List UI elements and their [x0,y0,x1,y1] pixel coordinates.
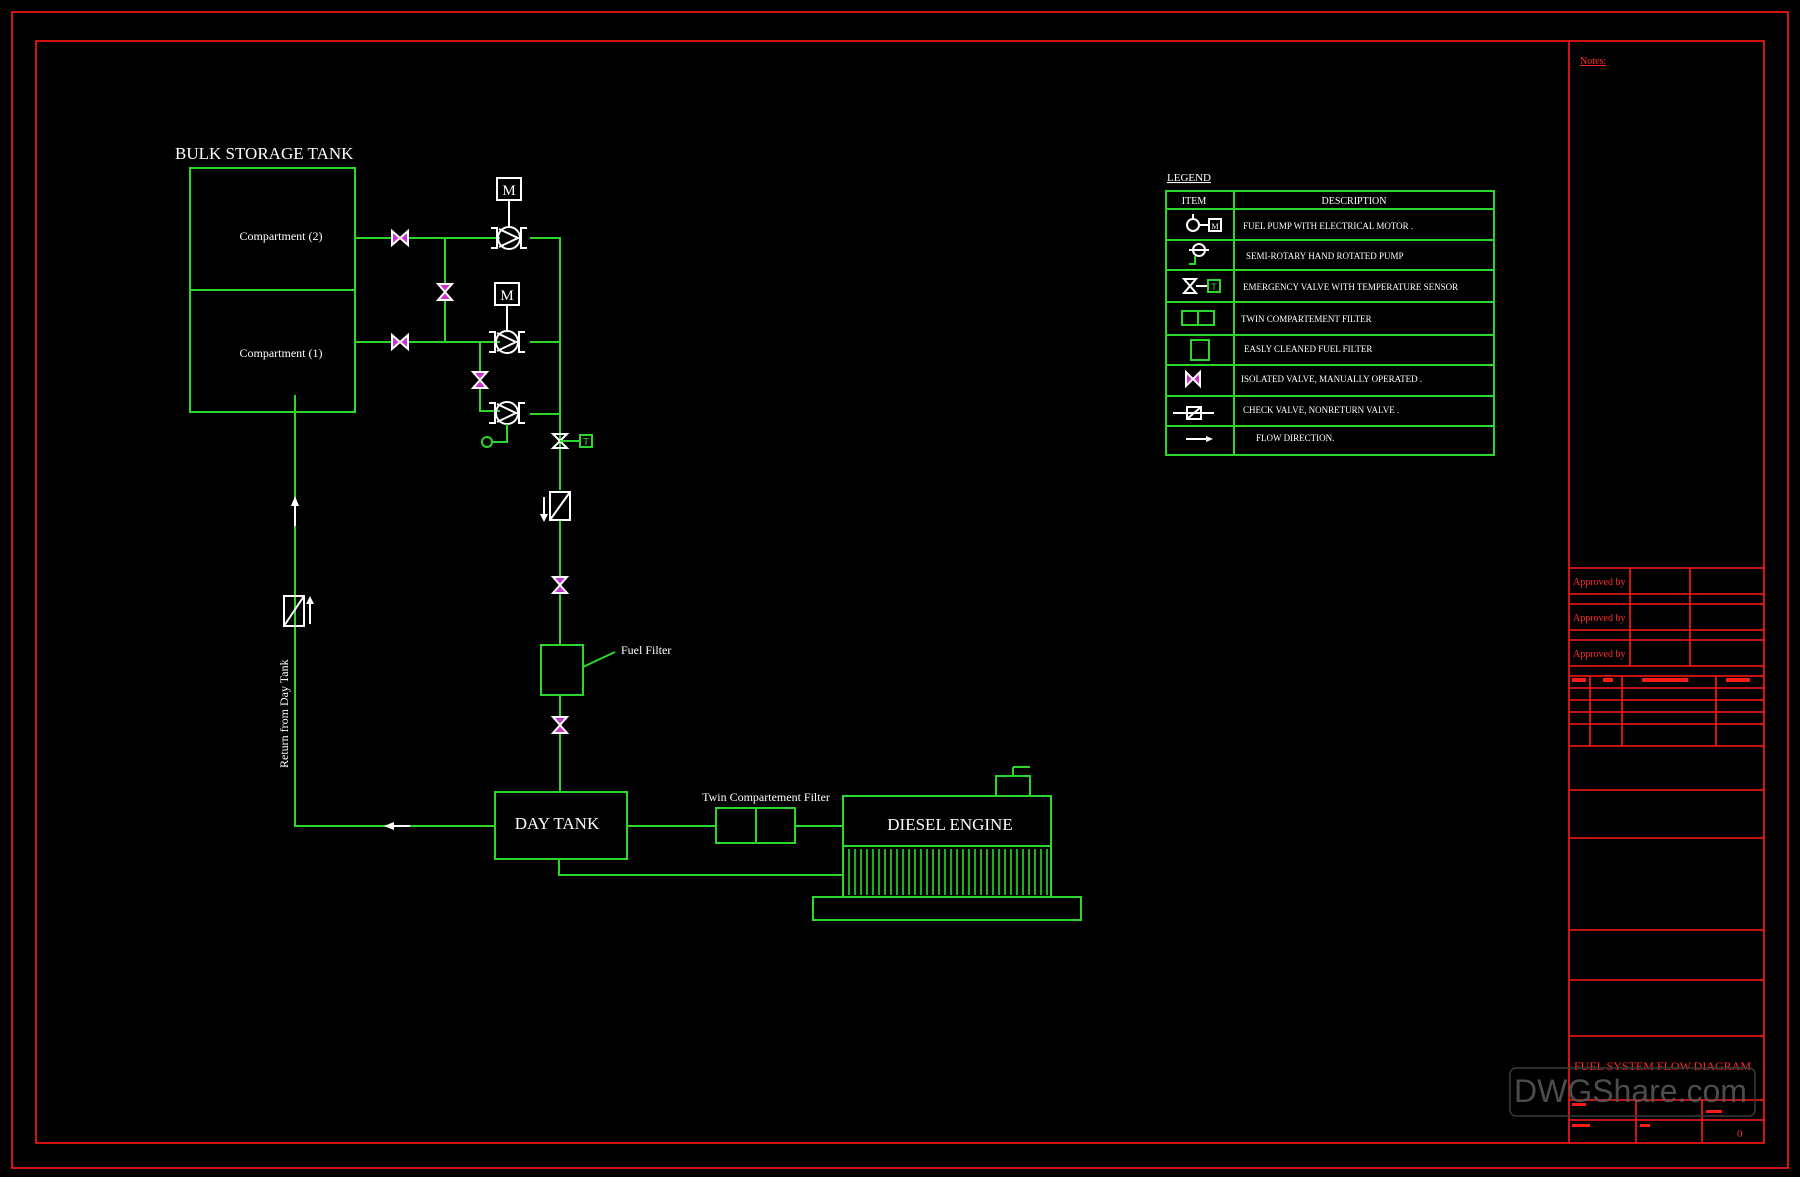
legend-table [1165,190,1495,456]
day-tank-label: DAY TANK [515,814,600,833]
legend-description: CHECK VALVE, NONRETURN VALVE . [1243,405,1399,415]
twin-filter-label: Twin Compartement Filter [702,790,830,804]
diesel-engine [812,766,1082,921]
return-line-label: Return from Day Tank [277,659,291,768]
legend-description: FUEL PUMP WITH ELECTRICAL MOTOR . [1243,221,1413,231]
legend-motor-mark: M [1211,222,1218,231]
approved-by-3: Approved by [1573,649,1626,660]
motor-1-label: M [502,183,515,199]
legend-col-item: ITEM [1182,196,1207,207]
watermark-box [1509,1067,1756,1117]
isolated-valve-icon [391,228,409,248]
diesel-engine-label: DIESEL ENGINE [887,815,1012,834]
watermark-text: DWGShare.com [1514,1073,1747,1109]
temperature-sensor-label: T [583,437,589,448]
legend-description: EMERGENCY VALVE WITH TEMPERATURE SENSOR [1243,282,1458,292]
legend-description: SEMI-ROTARY HAND ROTATED PUMP [1246,251,1404,261]
check-valve-icon [540,491,571,522]
isolated-valve-icon [1185,369,1201,389]
legend-description: EASLY CLEANED FUEL FILTER [1244,344,1372,354]
isolated-valve-icon [550,716,570,734]
isolated-valve-icon [391,332,409,352]
fuel-piping [294,237,843,876]
compartment-1-label: Compartment (1) [240,346,323,360]
engine-cooling-fins [848,849,1048,895]
compartment-2-label: Compartment (2) [240,229,323,243]
check-valve-icon [1173,406,1214,420]
approved-by-2: Approved by [1573,613,1626,624]
legend-description: FLOW DIRECTION. [1256,433,1334,443]
flow-arrow-icon [1186,436,1213,442]
twin-filter-icon [715,807,796,844]
bulk-storage-title: BULK STORAGE TANK [175,144,354,163]
outer-frame [11,11,1789,1169]
inner-frame [35,40,1765,1144]
check-valve-icon [283,595,314,627]
isolated-valve-icon [435,283,455,301]
flow-arrow-icon [291,496,299,526]
twin-filter-icon [1181,310,1215,326]
fuel-pump-icon [491,226,527,250]
title-block [1569,567,1764,1143]
fuel-pump-motor-icon [1186,214,1222,232]
flow-arrow-icon [384,822,410,830]
isolated-valve-icon [550,576,570,594]
fuel-filter-icon [1190,339,1210,361]
fuel-filter-icon [540,644,616,696]
day-tank [494,791,628,860]
legend-col-description: DESCRIPTION [1321,196,1386,207]
legend-title: LEGEND [1167,172,1211,184]
legend-sensor-mark: T [1211,282,1217,292]
drawing-title: FUEL SYSTEM FLOW DIAGRAM [1574,1059,1751,1073]
legend-description: TWIN COMPARTEMENT FILTER [1241,314,1372,324]
notes-label: Notes: [1580,56,1606,67]
revision-number: 0 [1737,1128,1743,1140]
approved-by-1: Approved by [1573,577,1626,588]
isolated-valve-icon [470,371,490,389]
legend-description: ISOLATED VALVE, MANUALLY OPERATED . [1241,374,1422,384]
hand-pump-icon [1189,243,1209,265]
emergency-valve-icon [550,433,593,449]
motor-2-label: M [500,288,513,304]
emergency-valve-icon [1181,278,1221,294]
fuel-pump-icon [489,330,525,354]
fuel-filter-label: Fuel Filter [621,643,671,657]
hand-pump-icon [481,401,525,448]
